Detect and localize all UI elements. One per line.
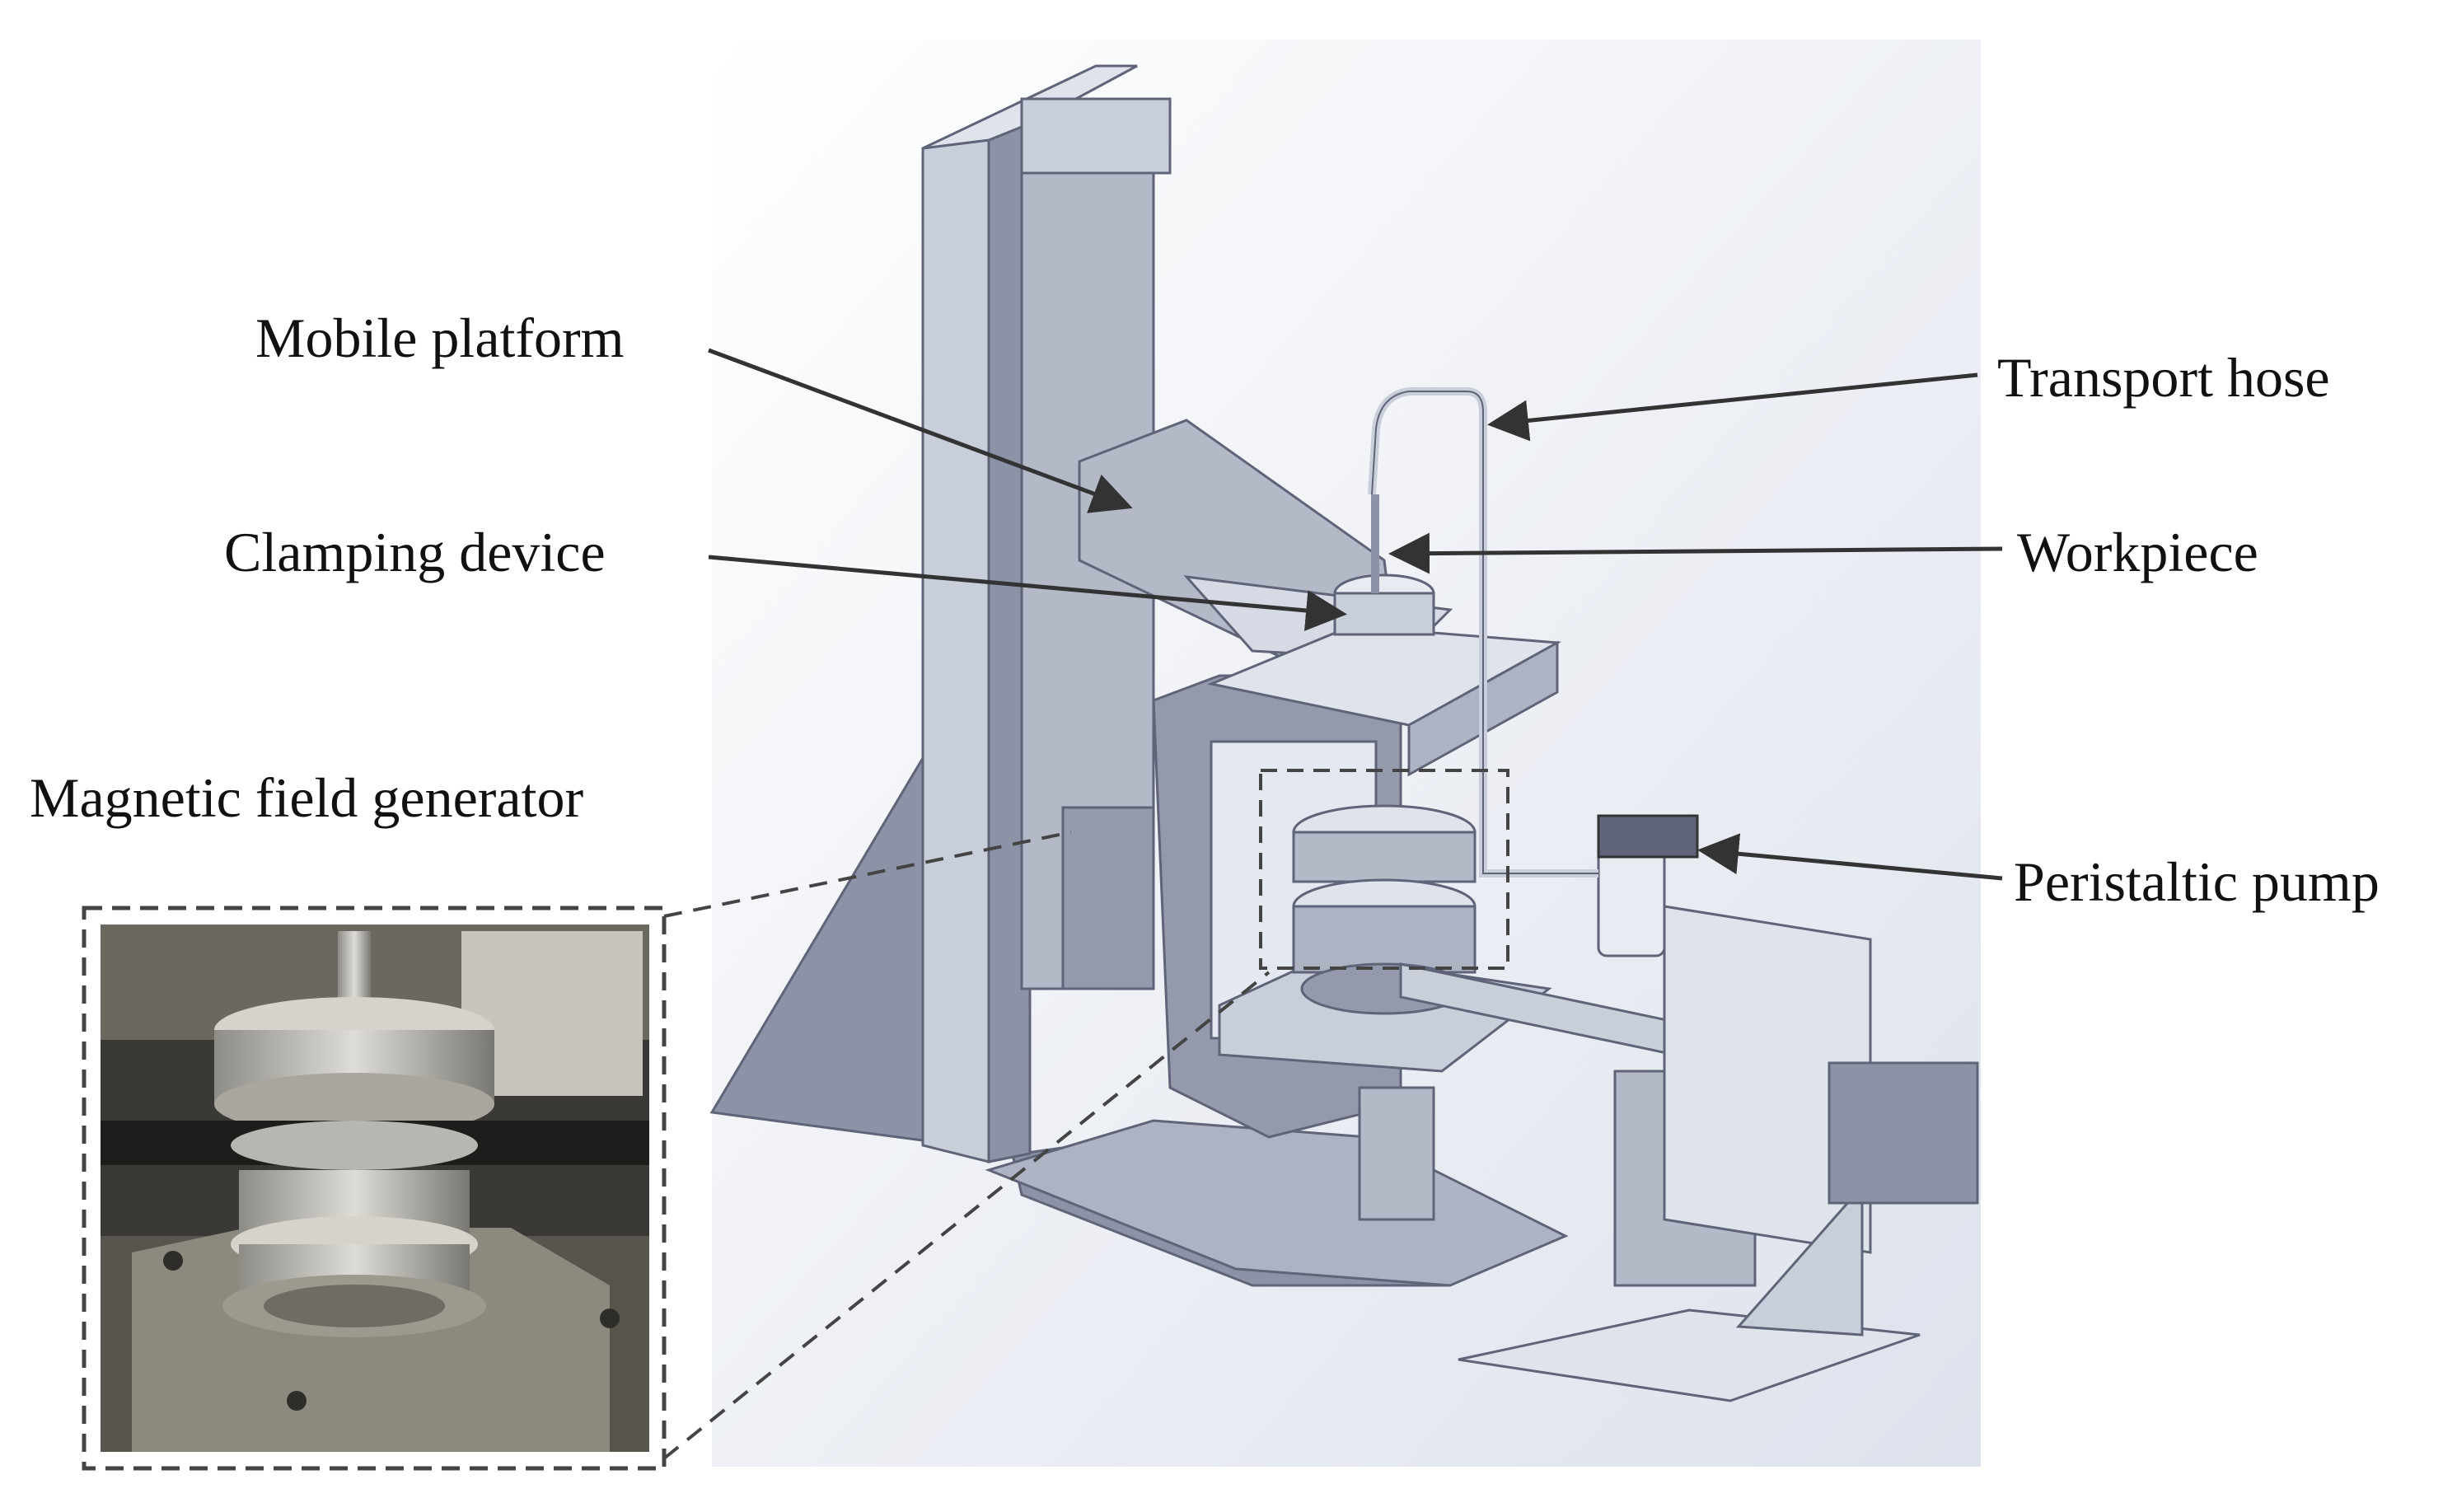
label-workpiece: Workpiece xyxy=(2017,521,2258,583)
callout-connector-top xyxy=(663,831,1072,918)
arrow-peristaltic-pump xyxy=(1697,833,2003,881)
pedestal-post xyxy=(1358,1086,1435,1221)
pump-base xyxy=(1458,1308,1921,1402)
label-magnetic-field-generator: Magnetic field generator xyxy=(30,766,584,829)
vertical-column-front xyxy=(921,138,990,1163)
label-clamping-device: Clamping device xyxy=(224,521,606,583)
arrow-workpiece xyxy=(1388,532,2003,574)
pump-bracket xyxy=(1663,905,1872,1254)
arrow-transport-hose xyxy=(1487,372,1978,442)
workpiece-rod xyxy=(1371,494,1379,593)
label-mobile-platform: Mobile platform xyxy=(255,307,625,369)
right-rail xyxy=(1828,1061,1979,1205)
label-peristaltic-pump: Peristaltic pump xyxy=(2014,850,2380,913)
base-floor xyxy=(985,1119,1569,1287)
clamp-body xyxy=(1333,592,1435,636)
pump-brace xyxy=(1735,1183,1864,1336)
photo-inset-frame xyxy=(82,906,667,1471)
photo-inset xyxy=(101,925,649,1452)
transport-hose-outline xyxy=(1371,391,1598,874)
rail-motor xyxy=(1061,806,1155,990)
generator-body-upper xyxy=(1292,831,1477,883)
callout-connector-bottom xyxy=(662,971,1271,1460)
peristaltic-pump-head xyxy=(1597,814,1699,859)
arrow-mobile-platform xyxy=(708,348,1133,513)
generator-body-lower xyxy=(1292,905,1477,974)
label-transport-hose: Transport hose xyxy=(1997,346,2330,409)
arrow-clamping-device xyxy=(708,555,1347,631)
rail-top-block xyxy=(1020,97,1172,175)
generator-callout-box xyxy=(1259,769,1509,970)
